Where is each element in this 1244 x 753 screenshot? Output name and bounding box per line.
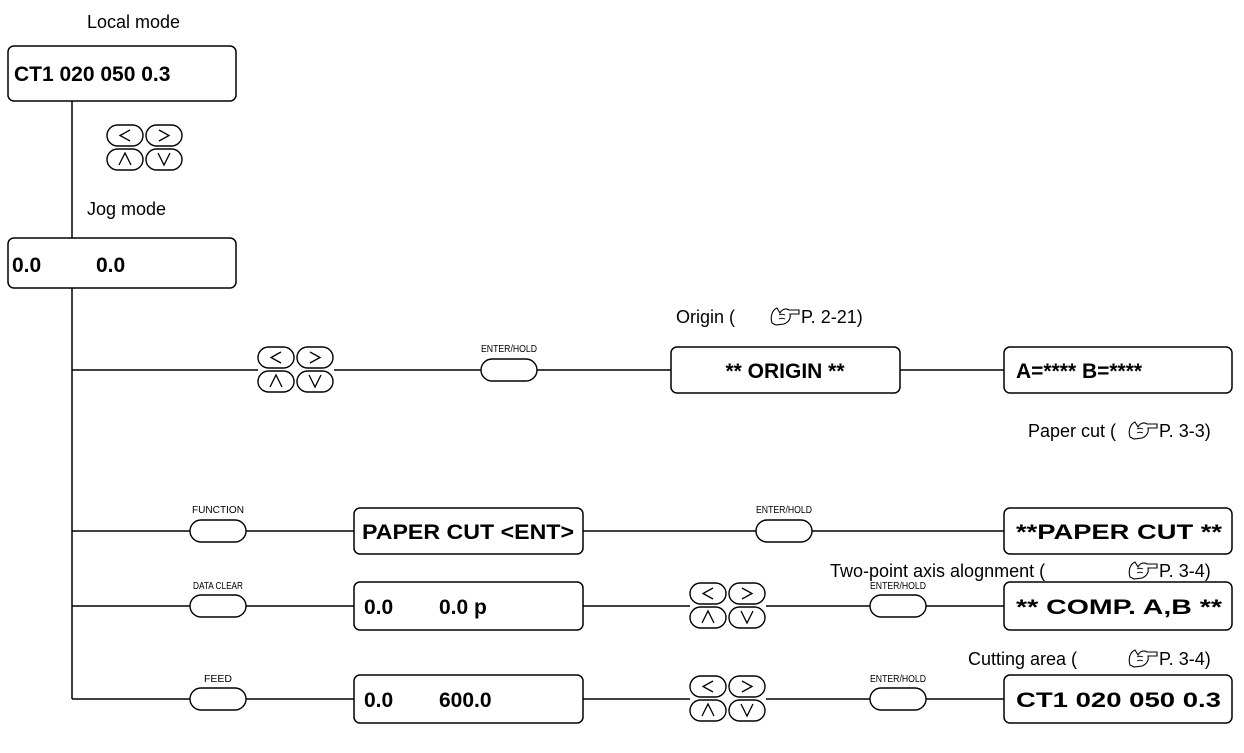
- jog-mode-display: 0.0 0.0: [7, 237, 237, 289]
- arrow-keys-icon[interactable]: [689, 582, 766, 629]
- pointing-hand-reference-icon: [1128, 561, 1158, 580]
- enter-hold-key-origin[interactable]: ENTER/HOLD: [480, 344, 538, 382]
- pointing-hand-reference-icon: [770, 307, 800, 326]
- two-point-caption: Two-point axis alognment ( P. 3-4): [830, 561, 1211, 581]
- feed-key-label: FEED: [204, 674, 232, 685]
- cutting-area-caption-text: Cutting area (: [968, 649, 1077, 669]
- pointing-hand-reference-icon: [1128, 421, 1158, 440]
- enter-hold-key-cutting-area[interactable]: ENTER/HOLD: [869, 674, 927, 711]
- jog-keys-cutting-area[interactable]: [689, 675, 766, 722]
- enter-hold-key-label: ENTER/HOLD: [870, 674, 926, 685]
- flow-lines: [71, 101, 1004, 700]
- cutting-area-display-x: 0.0: [364, 689, 393, 712]
- jog-keys-two-point[interactable]: [689, 582, 766, 629]
- data-clear-key[interactable]: DATA CLEAR: [189, 581, 247, 618]
- cutting-area-display: 0.0 600.0: [353, 674, 584, 724]
- arrow-keys-icon[interactable]: [257, 346, 334, 393]
- paper-cut-result-display: **PAPER CUT **: [1003, 507, 1233, 555]
- paper-cut-caption-text: Paper cut (: [1028, 421, 1116, 441]
- feed-key[interactable]: FEED: [189, 674, 247, 711]
- cutting-area-caption: Cutting area ( P. 3-4): [968, 649, 1211, 669]
- enter-hold-key-two-point[interactable]: ENTER/HOLD: [869, 581, 927, 618]
- two-point-result-display: ** COMP. A,B **: [1003, 581, 1233, 631]
- origin-display-text: ** ORIGIN **: [725, 360, 845, 383]
- origin-display: ** ORIGIN **: [670, 346, 901, 394]
- arrow-keys-icon[interactable]: [689, 675, 766, 722]
- origin-result-text: A=**** B=****: [1016, 360, 1143, 383]
- function-key[interactable]: FUNCTION: [189, 505, 247, 543]
- enter-hold-key-label: ENTER/HOLD: [481, 344, 537, 355]
- cutting-area-result-text: CT1 020 050 0.3: [1016, 689, 1221, 712]
- jog-display-y: 0.0: [96, 254, 125, 277]
- cutting-area-result-display: CT1 020 050 0.3: [1003, 674, 1233, 724]
- two-point-caption-ref: P. 3-4): [1159, 561, 1211, 581]
- two-point-display-y: 0.0 p: [439, 596, 487, 619]
- two-point-caption-text: Two-point axis alognment (: [830, 561, 1045, 581]
- enter-hold-key-paper-cut[interactable]: ENTER/HOLD: [755, 505, 813, 543]
- paper-cut-display-text: PAPER CUT <ENT>: [362, 521, 574, 544]
- function-key-label: FUNCTION: [192, 505, 244, 516]
- arrow-keys-icon[interactable]: [106, 124, 183, 171]
- paper-cut-caption-ref: P. 3-3): [1159, 421, 1211, 441]
- paper-cut-caption: Paper cut ( P. 3-3): [1028, 421, 1211, 441]
- two-point-display: 0.0 0.0 p: [353, 581, 584, 631]
- jog-mode-caption: Jog mode: [87, 199, 166, 219]
- cutting-area-display-y: 600.0: [439, 689, 492, 712]
- two-point-display-x: 0.0: [364, 596, 393, 619]
- origin-result-display: A=**** B=****: [1003, 346, 1233, 394]
- jog-keys-local[interactable]: [106, 124, 183, 171]
- paper-cut-result-text: **PAPER CUT **: [1016, 521, 1223, 544]
- paper-cut-display: PAPER CUT <ENT>: [353, 507, 584, 555]
- jog-keys-origin[interactable]: [257, 346, 334, 393]
- local-mode-display: CT1 020 050 0.3: [7, 45, 237, 102]
- enter-hold-key-label: ENTER/HOLD: [870, 581, 926, 592]
- cutting-area-caption-ref: P. 3-4): [1159, 649, 1211, 669]
- enter-hold-key-label: ENTER/HOLD: [756, 505, 812, 516]
- origin-caption-ref: P. 2-21): [801, 307, 863, 327]
- data-clear-key-label: DATA CLEAR: [193, 581, 243, 592]
- origin-caption: Origin ( P. 2-21): [676, 307, 863, 327]
- local-mode-caption: Local mode: [87, 12, 180, 32]
- jog-display-x: 0.0: [12, 254, 41, 277]
- local-mode-display-text: CT1 020 050 0.3: [14, 63, 170, 86]
- two-point-result-text: ** COMP. A,B **: [1016, 596, 1223, 619]
- pointing-hand-reference-icon: [1128, 649, 1158, 668]
- origin-caption-text: Origin (: [676, 307, 735, 327]
